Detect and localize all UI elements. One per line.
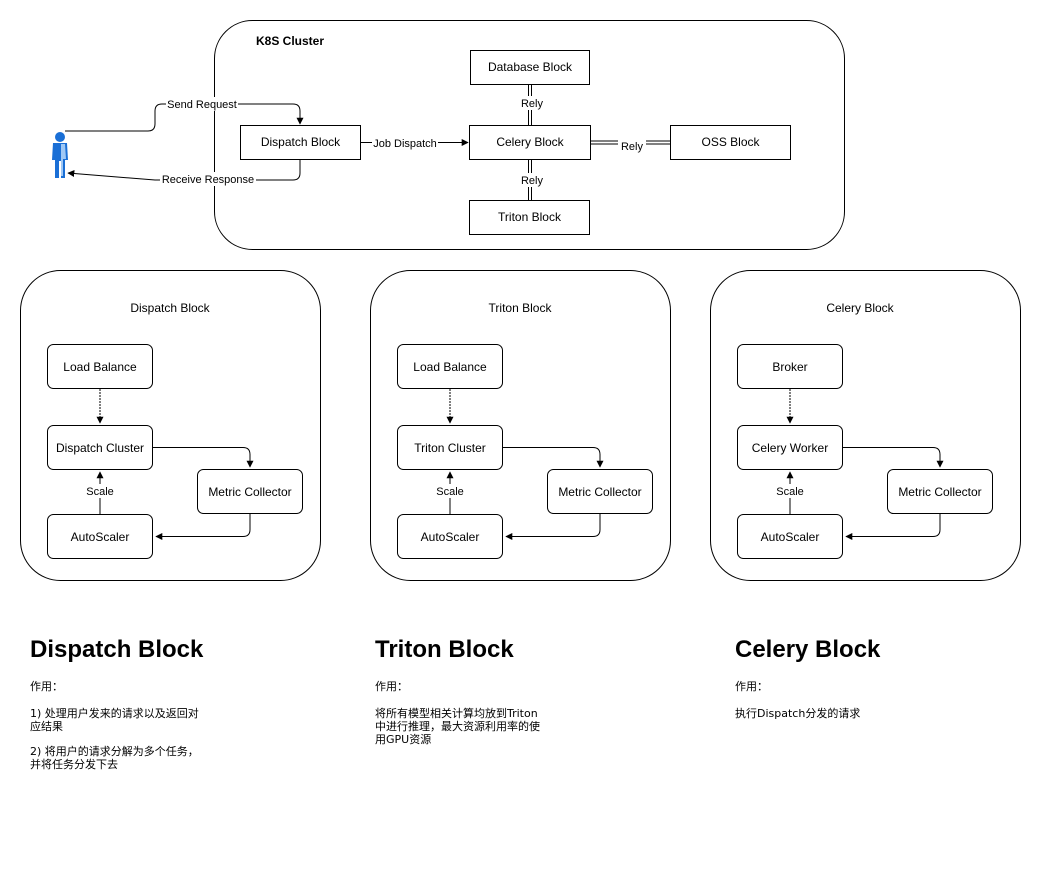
oss-block-label: OSS Block (701, 135, 760, 149)
triton-metric-box (547, 469, 653, 514)
triton-description: Triton Block 作用： 将所有模型相关计算均放到Triton 中进行推… (375, 636, 575, 746)
triton-block-label: Triton Block (498, 210, 562, 224)
celery-feedback-edge (845, 514, 941, 540)
dispatch-scale-label: Scale (86, 486, 114, 498)
description-line: 中进行推理，最大资源利用率的使 (375, 720, 540, 733)
celery-metric-box (887, 469, 993, 514)
database-block-box (470, 50, 590, 85)
description-line: 执行Dispatch分发的请求 (735, 707, 861, 720)
celery-block-box (469, 125, 591, 160)
triton-autoscaler-box-label: AutoScaler (421, 530, 480, 544)
user-icon (52, 132, 68, 178)
triton-feedback-edge (505, 514, 601, 540)
triton-block-box (469, 200, 590, 235)
celery-scale-label: Scale (776, 486, 804, 498)
rely-database-label: Rely (521, 98, 544, 110)
dispatch-top-box (47, 344, 153, 389)
oss-block-box (670, 125, 791, 160)
dispatch-cluster-box-label: Dispatch Cluster (56, 441, 144, 455)
dispatch-metric-box-label: Metric Collector (208, 485, 291, 499)
celery-top-box-label: Broker (772, 360, 807, 374)
celery-cluster-box-label: Celery Worker (752, 441, 828, 455)
dispatch-metric-box (197, 469, 303, 514)
dispatch-autoscaler-box (47, 514, 153, 559)
triton-panel-title: Triton Block (489, 301, 553, 315)
triton-scale-label: Scale (436, 486, 464, 498)
job-dispatch-label: Job Dispatch (373, 138, 437, 150)
database-block-label: Database Block (488, 60, 573, 74)
dispatch-block-box (240, 125, 361, 160)
dispatch-cluster-box (47, 425, 153, 470)
celery-metrics-edge (843, 447, 944, 468)
dispatch-autoscaler-box-label: AutoScaler (71, 530, 130, 544)
description-line: 2) 将用户的请求分解为多个任务， (30, 745, 199, 758)
dispatch-feedback-edge (155, 514, 251, 540)
description-line: 应结果 (30, 720, 63, 733)
dispatch-metrics-edge (153, 447, 254, 468)
celery-block-label: Celery Block (496, 135, 564, 149)
celery-description: Celery Block 作用： 执行Dispatch分发的请求 (735, 636, 935, 720)
rely-oss-label: Rely (621, 141, 644, 153)
dispatch-top-box-label: Load Balance (63, 360, 137, 374)
role-label: 作用： (30, 680, 63, 693)
celery-autoscaler-box-label: AutoScaler (761, 530, 820, 544)
triton-top-box-label: Load Balance (413, 360, 487, 374)
dispatch-block-label: Dispatch Block (261, 135, 341, 149)
description-heading: Dispatch Block (30, 636, 204, 663)
celery-metric-box-label: Metric Collector (898, 485, 981, 499)
celery-panel-title: Celery Block (826, 301, 894, 315)
k8s-cluster-label: K8S Cluster (256, 34, 324, 48)
dispatch-panel-title: Dispatch Block (130, 301, 210, 315)
triton-autoscaler-box (397, 514, 503, 559)
description-line: 用GPU资源 (375, 733, 432, 746)
role-label: 作用： (735, 680, 768, 693)
celery-cluster-box (737, 425, 843, 470)
triton-metrics-edge (503, 447, 604, 468)
description-line: 并将任务分发下去 (30, 758, 118, 771)
celery-top-box (737, 344, 843, 389)
triton-cluster-box-label: Triton Cluster (414, 441, 486, 455)
rely-triton-label: Rely (521, 175, 544, 187)
triton-top-box (397, 344, 503, 389)
celery-autoscaler-box (737, 514, 843, 559)
description-heading: Triton Block (375, 636, 514, 663)
triton-cluster-box (397, 425, 503, 470)
dispatch-description: Dispatch Block 作用： 1) 处理用户发来的请求以及返回对 应结果… (30, 636, 230, 771)
triton-metric-box-label: Metric Collector (558, 485, 641, 499)
description-heading: Celery Block (735, 636, 881, 663)
send-request-label: Send Request (167, 99, 237, 111)
description-line: 将所有模型相关计算均放到Triton (375, 707, 538, 720)
description-line: 1) 处理用户发来的请求以及返回对 (30, 707, 199, 720)
send-request-edge (65, 103, 304, 132)
receive-response-label: Receive Response (162, 174, 254, 186)
role-label: 作用： (375, 680, 408, 693)
